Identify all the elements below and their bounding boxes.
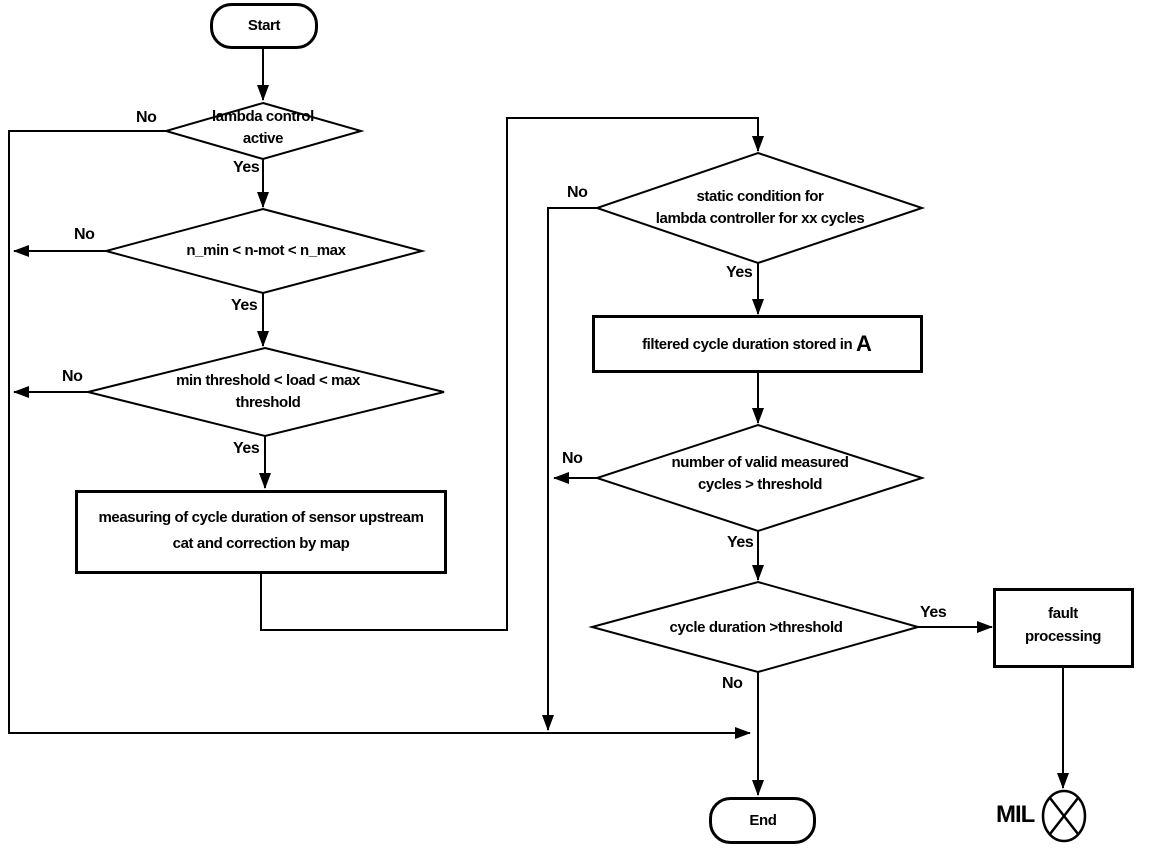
edge-label-validcycles-no: No [562,450,583,467]
process-measure-cycle-label: measuring of cycle duration of sensor up… [98,509,424,552]
edge-label-load-no: No [62,368,83,385]
flow-lambda-no-loop [8,130,751,739]
flow-static-no [542,207,597,731]
edge-label-lambda-yes: Yes [233,159,260,176]
decision-lambda-active [162,101,365,161]
edge-label-rpm-yes: Yes [231,297,258,314]
start-label: Start [247,17,281,34]
edge-label-static-yes: Yes [726,264,753,281]
edge-label-lambda-no: No [136,109,157,126]
decision-valid-cycles [593,423,926,533]
decision-valid-cycles-label: number of valid measured cycles > thresh… [671,454,849,493]
end-terminator [709,797,816,844]
process-fault-processing-label: fault processing [1024,605,1102,645]
process-filtered-stored-label: filtered cycle duration stored in A [642,331,872,356]
decision-cycle-threshold [588,580,922,674]
edge-label-cycle-yes: Yes [920,604,947,621]
decision-load-range-label: min threshold < load < max threshold [176,372,360,411]
start-terminator [210,3,318,49]
decision-static-condition-label: static condition for lambda controller f… [655,188,865,227]
decision-lambda-active-label: lambda control active [212,108,314,147]
decision-rpm-range [102,207,426,295]
process-fault-processing [993,588,1134,668]
edge-label-validcycles-yes: Yes [727,534,754,551]
process-measure-cycle [75,490,447,574]
edge-label-rpm-no: No [74,226,95,243]
edge-label-static-no: No [567,184,588,201]
end-label: End [749,812,777,829]
decision-cycle-threshold-label: cycle duration >threshold [669,619,843,636]
mil-label: MIL [996,801,1035,828]
flow-measure-to-static [260,117,764,631]
edge-label-cycle-no: No [722,675,743,692]
mil-lamp-icon [1041,789,1087,843]
decision-load-range [87,346,445,438]
process-filtered-stored [592,315,923,373]
edge-label-load-yes: Yes [233,440,260,457]
decision-rpm-range-label: n_min < n-mot < n_max [186,242,346,259]
decision-static-condition [593,151,926,265]
